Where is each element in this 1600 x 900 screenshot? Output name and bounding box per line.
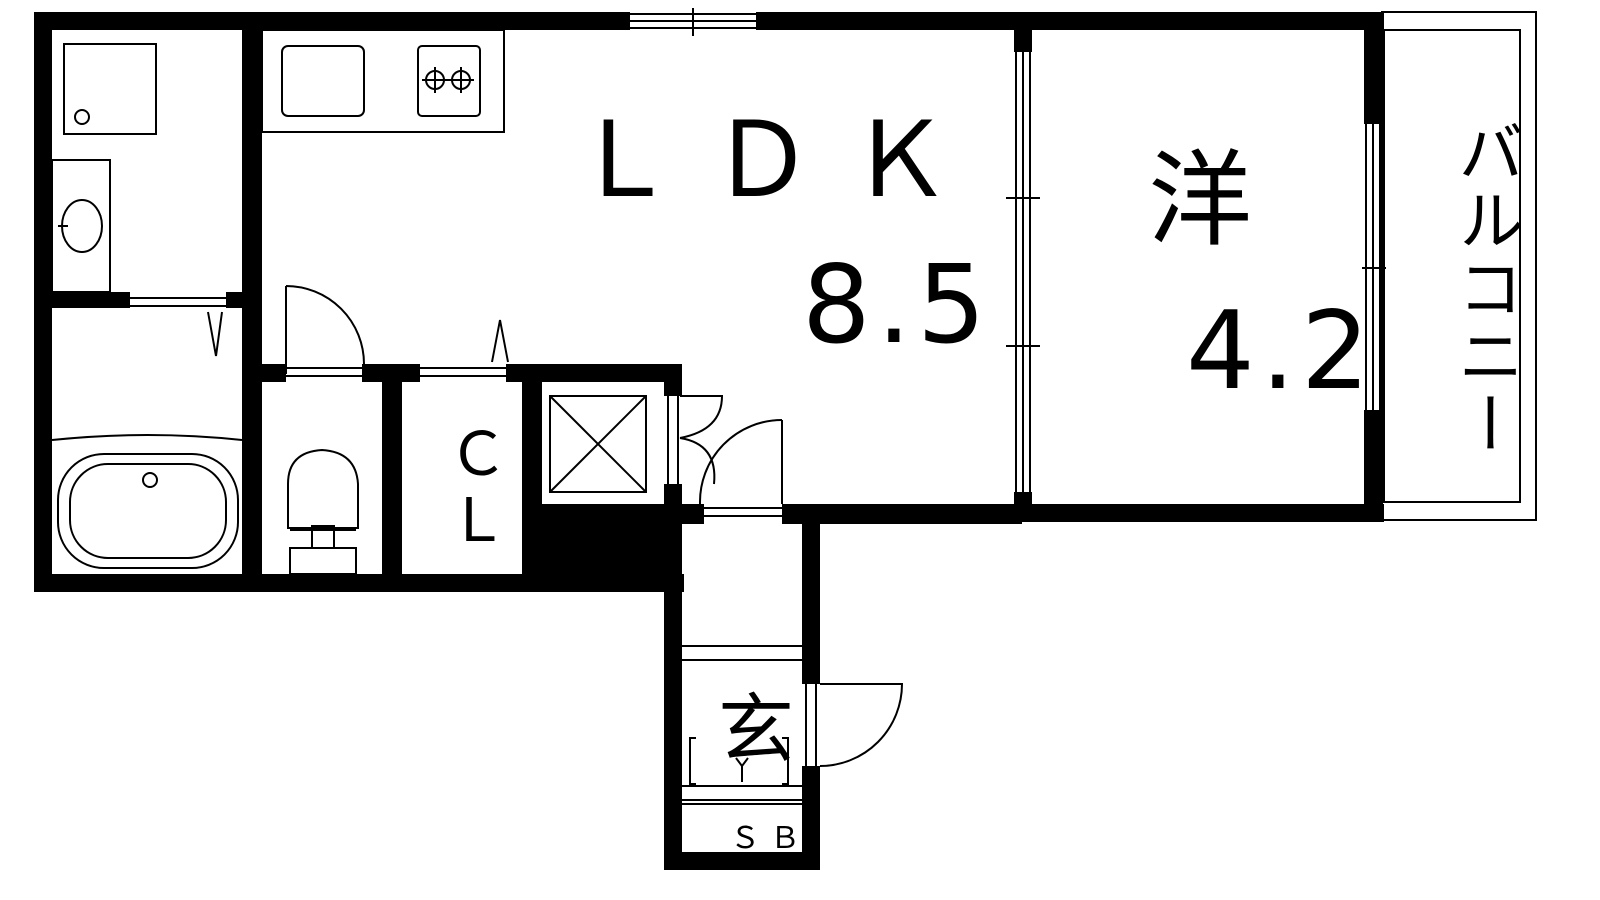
washing-machine-pan — [63, 43, 157, 135]
storage-unit — [549, 395, 647, 493]
wall-storage-right — [664, 364, 682, 396]
ldk-label: ＬＤＫ — [572, 99, 987, 221]
balcony-label: バルコニー — [1447, 118, 1524, 458]
kitchen-sink — [281, 45, 365, 117]
bath-door — [130, 297, 226, 357]
storage-door — [667, 395, 724, 485]
kitchen-stove — [417, 45, 481, 117]
bathtub — [51, 434, 243, 569]
genkan-bracket — [689, 737, 789, 785]
wall-south-a — [682, 504, 704, 524]
walls — [34, 12, 1384, 870]
wall-south-b — [782, 504, 1022, 524]
wall-strip-top-c — [506, 364, 682, 382]
closet-label: ＣＬ — [448, 420, 508, 556]
entrance-label: 玄 — [718, 685, 794, 774]
wall-corridor-right — [802, 504, 820, 684]
toilet-door — [285, 285, 365, 377]
ldk-size-label: 8.5 — [802, 243, 992, 368]
western-room-size-label: 4.2 — [1186, 289, 1376, 414]
wall-top-mid — [756, 12, 1384, 30]
wall-partition-bottom — [1014, 492, 1032, 522]
wall-wash-bath-stub — [226, 292, 244, 308]
wall-south-c — [1022, 504, 1384, 522]
ldk-entry-door — [698, 419, 783, 517]
washbasin — [51, 159, 111, 293]
western-room-label: 洋 — [1148, 139, 1253, 261]
wall-wash-bath — [52, 292, 130, 308]
window-top — [628, 8, 758, 36]
thin-lines — [51, 8, 1537, 805]
wall-strip-top-a — [262, 364, 286, 382]
wall-left — [34, 12, 52, 592]
wall-bottom-left — [34, 574, 684, 592]
wall-corridor-left — [664, 504, 682, 870]
entrance-door — [805, 683, 904, 767]
wall-partition-top — [1014, 30, 1032, 52]
shoe-box-label: ＳＢ — [730, 821, 810, 856]
balcony-outline — [1381, 11, 1537, 521]
wall-top-left — [34, 12, 630, 30]
cl-door — [420, 319, 509, 377]
wall-storage-block — [522, 504, 682, 592]
toilet — [287, 448, 359, 575]
wall-corridor-bottom — [664, 852, 820, 870]
kitchen-counter — [261, 29, 505, 133]
wall-corridor-right-low — [802, 766, 820, 870]
wet-area-door — [243, 52, 259, 276]
wall-east-top — [1364, 12, 1382, 124]
wall-east-bottom — [1364, 410, 1382, 522]
shoe-box — [682, 785, 802, 805]
wall-toilet-cl — [382, 364, 402, 576]
sliding-doors-partition — [1006, 52, 1040, 492]
